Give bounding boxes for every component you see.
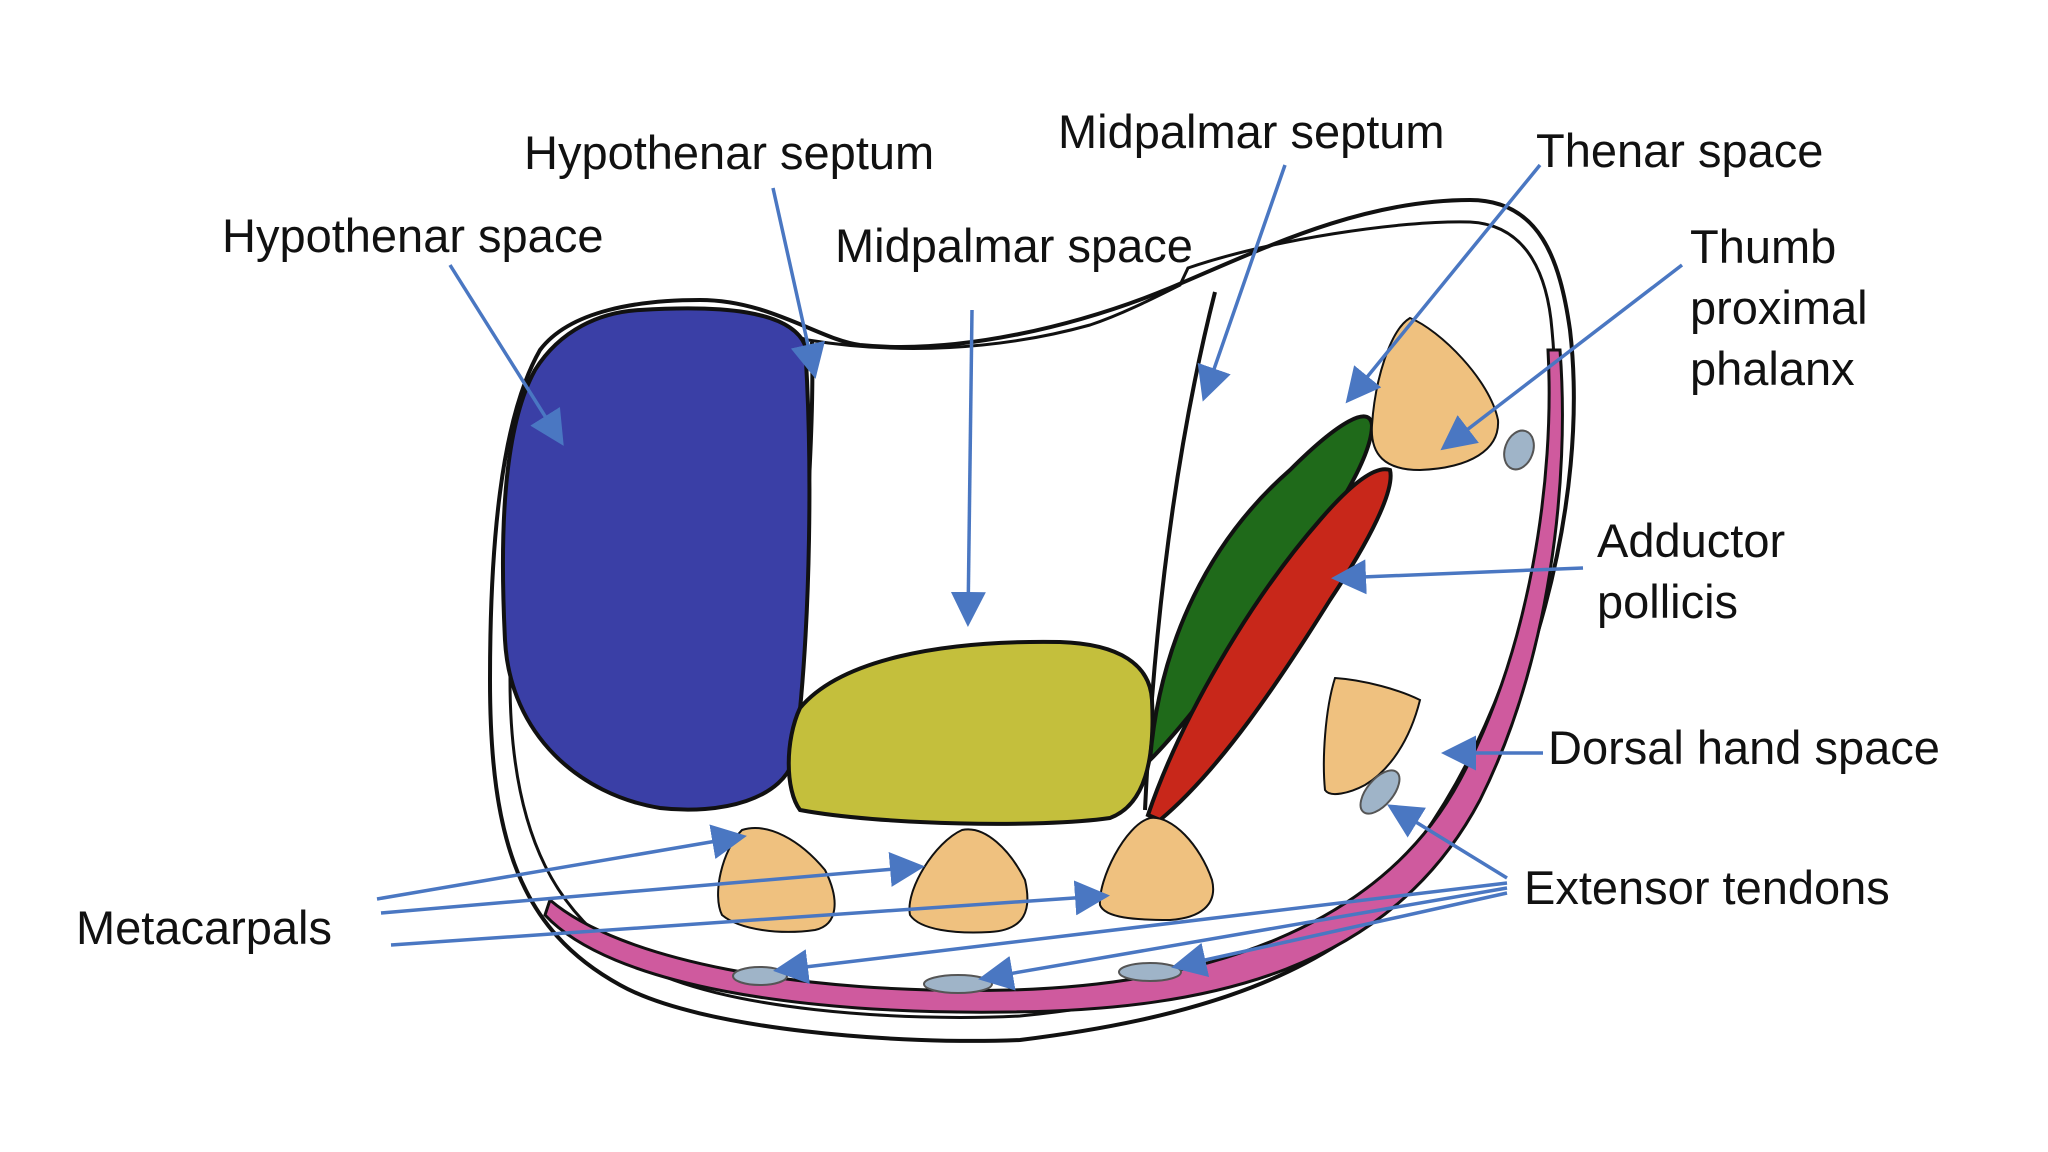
arrow-midpalmar-septum — [1197, 164, 1287, 402]
label-midpalmar-septum: Midpalmar septum — [1058, 105, 1445, 158]
arrow-hypothenar-space — [448, 264, 564, 446]
metacarpal-2 — [1322, 676, 1422, 796]
arrow-metacarpal-2 — [380, 851, 925, 915]
metacarpal-3 — [1098, 816, 1215, 922]
label-adductor-pollicis: Adductor pollicis — [1597, 510, 1785, 632]
arrow-extensor-tendon-3 — [978, 886, 1508, 991]
label-hypothenar-septum: Hypothenar septum — [524, 126, 935, 179]
arrow-midpalmar-space — [950, 309, 986, 627]
arrow-metacarpal-3 — [390, 880, 1110, 947]
label-thenar-space: Thenar space — [1536, 124, 1824, 177]
arrow-thenar-space — [1345, 163, 1542, 404]
label-hypothenar-space: Hypothenar space — [222, 209, 604, 262]
leader-arrows — [376, 163, 1684, 991]
label-thumb-line-3: phalanx — [1690, 342, 1855, 395]
label-midpalmar-space: Midpalmar space — [835, 219, 1193, 272]
extensor-tendon — [732, 966, 788, 986]
label-extensor-tendons: Extensor tendons — [1524, 861, 1890, 914]
extensor-tendon — [1359, 769, 1401, 815]
arrow-extensor-tendon-2 — [773, 881, 1508, 985]
label-thumb-proximal-phalanx: Thumb proximal phalanx — [1690, 216, 1868, 399]
label-adductor-line-2: pollicis — [1597, 575, 1739, 628]
label-dorsal-hand-space: Dorsal hand space — [1548, 721, 1940, 774]
arrow-adductor-pollicis — [1331, 559, 1584, 595]
arrow-metacarpal-1 — [376, 824, 747, 901]
label-thumb-line-1: Thumb — [1690, 220, 1837, 273]
arrow-extensor-tendon-1 — [1387, 804, 1508, 880]
arrow-extensor-tendon-4 — [1171, 891, 1508, 978]
label-adductor-line-1: Adductor — [1597, 514, 1786, 567]
extensor-tendon — [1118, 962, 1182, 982]
midpalmar-space — [786, 639, 1155, 826]
arrow-hypothenar-septum — [771, 187, 825, 379]
extensor-tendon — [1503, 429, 1535, 471]
arrow-thumb-phalanx — [1440, 263, 1684, 451]
label-metacarpals: Metacarpals — [76, 901, 332, 954]
adductor-pollicis — [1145, 467, 1393, 823]
hypothenar-space — [500, 306, 812, 812]
label-thumb-line-2: proximal — [1690, 281, 1868, 334]
extensor-tendon — [923, 974, 993, 994]
